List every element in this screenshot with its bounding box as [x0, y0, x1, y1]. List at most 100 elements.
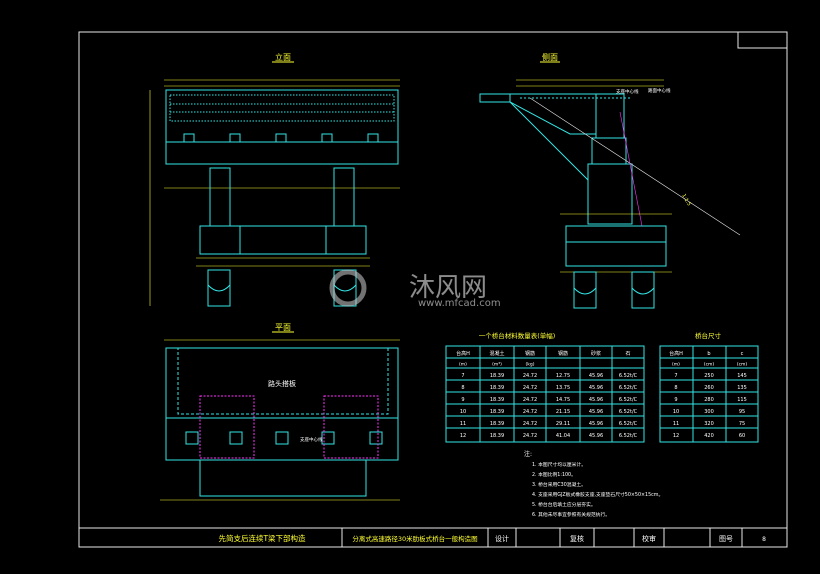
material-table-cell: 7 — [461, 373, 464, 379]
material-table-cell: 6.52t/C — [619, 421, 638, 427]
size-table-cell: 135 — [737, 385, 747, 391]
material-unit-cell: (m) — [459, 362, 467, 368]
material-table-cell: 8 — [461, 385, 464, 391]
material-table-cell: 24.72 — [523, 373, 537, 379]
svg-text:1:1.5: 1:1.5 — [680, 193, 692, 207]
material-table-cell: 45.96 — [589, 433, 603, 439]
review-label: 复核 — [570, 534, 584, 543]
notes-title: 注: — [524, 450, 532, 458]
material-table-cell: 18.39 — [490, 409, 504, 415]
size-table-cell: 60 — [739, 433, 745, 439]
material-table-cell: 9 — [461, 397, 464, 403]
material-table: 一个桥台材料数量表(单幅) 台高H 混凝土 钢筋 钢筋 砂浆 石 (m) (m³) (kg) 7 1… — [445, 331, 645, 443]
elevation-view: 立面 — [149, 52, 400, 307]
size-table-cell: 420 — [704, 433, 714, 439]
material-table-cell: 45.96 — [589, 385, 603, 391]
note-item: 6. 其他未尽事宜参照有关规范执行。 — [532, 511, 610, 518]
size-table-cell: 10 — [673, 409, 679, 415]
plan-support-label: 支座中心线 — [300, 436, 323, 443]
label-road-center: 路面中心线 — [648, 87, 671, 94]
material-unit-cell: (m³) — [492, 362, 502, 368]
size-table-cell: 115 — [737, 397, 747, 403]
note-item: 2. 本图比例1:100。 — [532, 471, 576, 478]
material-table-cell: 24.72 — [523, 397, 537, 403]
material-table-cell: 24.72 — [523, 421, 537, 427]
size-table-cell: 280 — [704, 397, 714, 403]
material-table-cell: 41.04 — [556, 433, 570, 439]
sheet-label: 图号 — [719, 535, 733, 543]
material-table-cell: 18.39 — [490, 433, 504, 439]
notes: 注: 1. 本图尺寸均以厘米计。2. 本图比例1:100。3. 桥台采用C30混… — [524, 450, 663, 518]
sheet-number: 8 — [762, 536, 766, 543]
material-table-cell: 24.72 — [523, 433, 537, 439]
size-table-cell: 7 — [674, 373, 677, 379]
size-table-cell: 8 — [674, 385, 677, 391]
note-item: 4. 支座采用GJZ板式橡胶支座,支座垫石尺寸50×50×15cm。 — [532, 491, 663, 498]
note-item: 5. 桥台台后填土应分层夯实。 — [532, 501, 596, 508]
size-table-cell: 95 — [739, 409, 745, 415]
material-header-cell: 钢筋 — [525, 350, 535, 357]
corner-box — [737, 31, 788, 49]
material-header-cell: 钢筋 — [558, 350, 568, 357]
size-header-cell: b — [707, 351, 710, 357]
size-table-cell: 250 — [704, 373, 714, 379]
title-block: 先简支后连续T梁下部构造 分离式高速路径30米肋板式桥台一般构造图 设计 复核 … — [78, 527, 788, 548]
size-header-cell: 台高H — [669, 350, 683, 357]
material-table-cell: 29.11 — [556, 421, 570, 427]
material-table-cell: 18.39 — [490, 397, 504, 403]
plan-view: 平面 路头搭板 支座中心线 — [160, 323, 400, 501]
material-table-cell: 45.96 — [589, 421, 603, 427]
material-table-cell: 11 — [460, 421, 466, 427]
material-table-cell: 18.39 — [490, 373, 504, 379]
material-header-cell: 台高H — [456, 350, 470, 357]
size-table-cell: 320 — [704, 421, 714, 427]
material-table-cell: 45.96 — [589, 397, 603, 403]
material-table-cell: 13.75 — [556, 385, 570, 391]
material-table-cell: 6.52t/C — [619, 385, 638, 391]
material-table-cell: 14.75 — [556, 397, 570, 403]
side-title: 侧面 — [542, 52, 558, 62]
watermark: 沐风网 www.mfcad.com — [329, 269, 501, 309]
size-table-cell: 145 — [737, 373, 747, 379]
material-unit-cell: (kg) — [526, 362, 535, 368]
material-table-cell: 10 — [460, 409, 466, 415]
material-table-cell: 6.52t/C — [619, 409, 638, 415]
design-label: 设计 — [495, 534, 509, 543]
material-table-cell: 18.39 — [490, 421, 504, 427]
material-table-cell: 6.52t/C — [619, 397, 638, 403]
size-table-cell: 12 — [673, 433, 679, 439]
material-table-cell: 24.72 — [523, 409, 537, 415]
drawing-name: 分离式高速路径30米肋板式桥台一般构造图 — [352, 534, 477, 543]
note-item: 3. 桥台采用C30混凝土。 — [532, 481, 586, 488]
label-back-wall: 路头搭板 — [268, 379, 296, 388]
watermark-brand: 沐风网 — [409, 273, 487, 303]
material-header-cell: 混凝土 — [489, 350, 504, 357]
material-table-cell: 12 — [460, 433, 466, 439]
side-view: 侧面 1:1.5 路面中心线 支座中心线 — [479, 52, 741, 309]
material-table-cell: 18.39 — [490, 385, 504, 391]
project-name: 先简支后连续T梁下部构造 — [218, 533, 306, 543]
check-label: 校审 — [642, 534, 656, 543]
label-support-center: 支座中心线 — [616, 88, 639, 95]
size-table-cell: 11 — [673, 421, 679, 427]
material-table-cell: 45.96 — [589, 409, 603, 415]
size-header-cell: c — [741, 351, 744, 357]
material-table-cell: 6.52t/C — [619, 433, 638, 439]
size-table-cell: 260 — [704, 385, 714, 391]
size-table-cell: 75 — [739, 421, 745, 427]
material-table-cell: 12.75 — [556, 373, 570, 379]
material-header-cell: 石 — [625, 351, 630, 357]
size-unit-cell: (cm) — [704, 362, 715, 368]
material-table-title: 一个桥台材料数量表(单幅) — [479, 331, 556, 340]
elevation-title: 立面 — [275, 52, 291, 62]
size-table-cell: 9 — [674, 397, 677, 403]
material-table-cell: 24.72 — [523, 385, 537, 391]
plan-title: 平面 — [275, 323, 291, 332]
size-table-cell: 300 — [704, 409, 714, 415]
material-table-cell: 6.52t/C — [619, 373, 638, 379]
watermark-url: www.mfcad.com — [418, 298, 501, 309]
size-table-title: 桥台尺寸 — [695, 331, 722, 340]
material-header-cell: 砂浆 — [591, 350, 601, 357]
size-unit-cell: (m) — [672, 362, 680, 368]
